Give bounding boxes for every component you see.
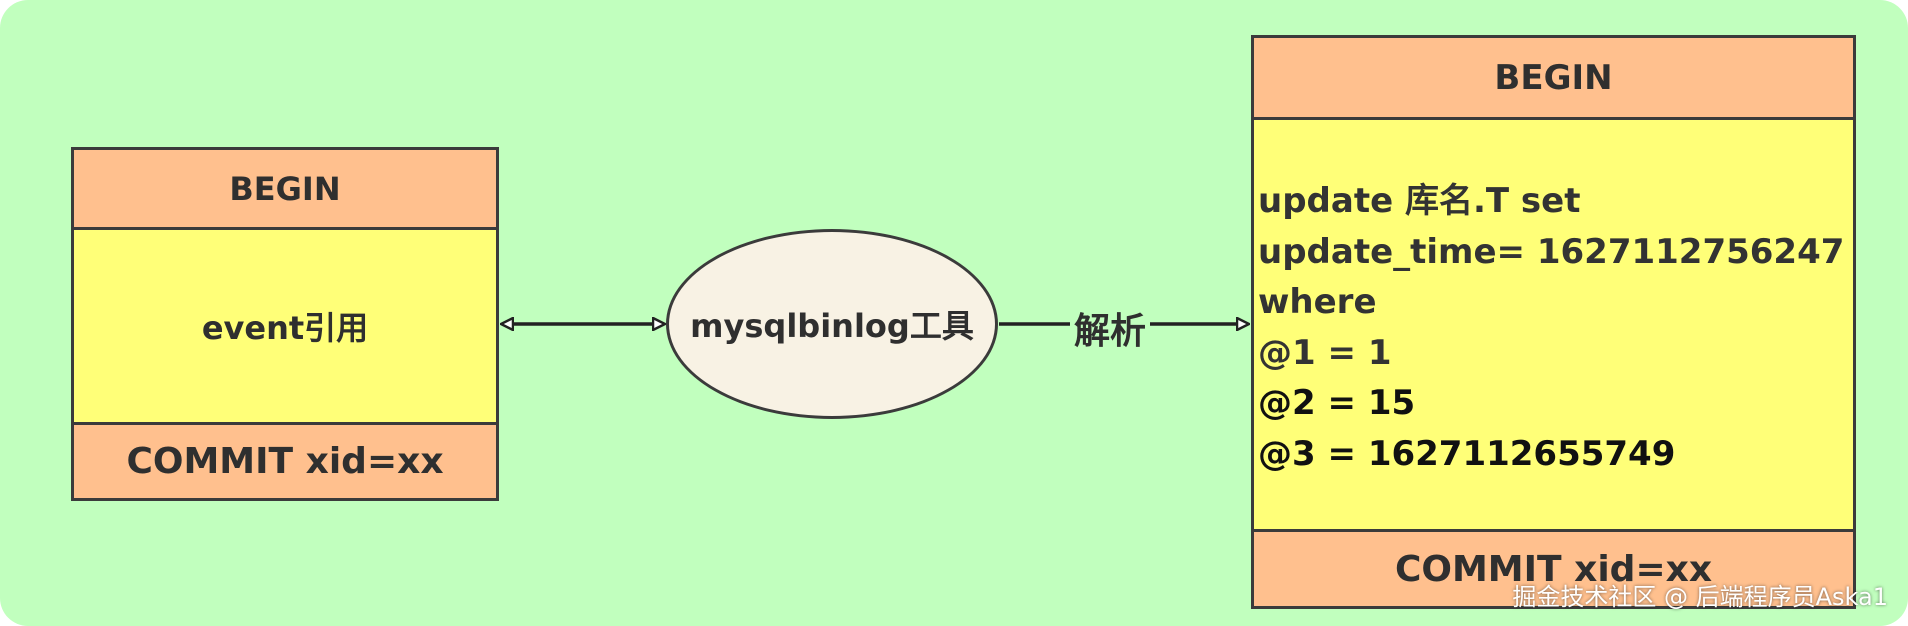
right-begin-header: BEGIN (1254, 38, 1853, 120)
right-commit-footer: COMMIT xid=xx (1254, 529, 1853, 606)
parse-label: 解析 (1070, 302, 1151, 354)
sql-line: @2 = 15 (1258, 383, 1416, 423)
sql-line: @1 = 1 (1258, 332, 1392, 373)
parsed-sql-body: update 库名.T set update_time= 16271127562… (1254, 120, 1853, 529)
watermark: 掘金技术社区 @ 后端程序员Aska1 (1512, 583, 1888, 611)
mysqlbinlog-tool-ellipse: mysqlbinlog工具 (666, 229, 998, 419)
sql-line: update 库名.T set (1258, 181, 1581, 221)
parsed-sql-box: BEGIN update 库名.T set update_time= 16271… (1251, 35, 1856, 609)
binlog-event-box: BEGIN event引用 COMMIT xid=xx (71, 147, 499, 501)
sql-line: update_time= 1627112756247 (1258, 231, 1845, 272)
left-begin-header: BEGIN (74, 150, 496, 230)
sql-line: @3 = 1627112655749 (1258, 433, 1676, 474)
left-event-body: event引用 (74, 230, 496, 422)
tool-label: mysqlbinlog工具 (690, 307, 974, 345)
sql-line: where (1258, 282, 1377, 322)
left-commit-footer: COMMIT xid=xx (74, 422, 496, 498)
